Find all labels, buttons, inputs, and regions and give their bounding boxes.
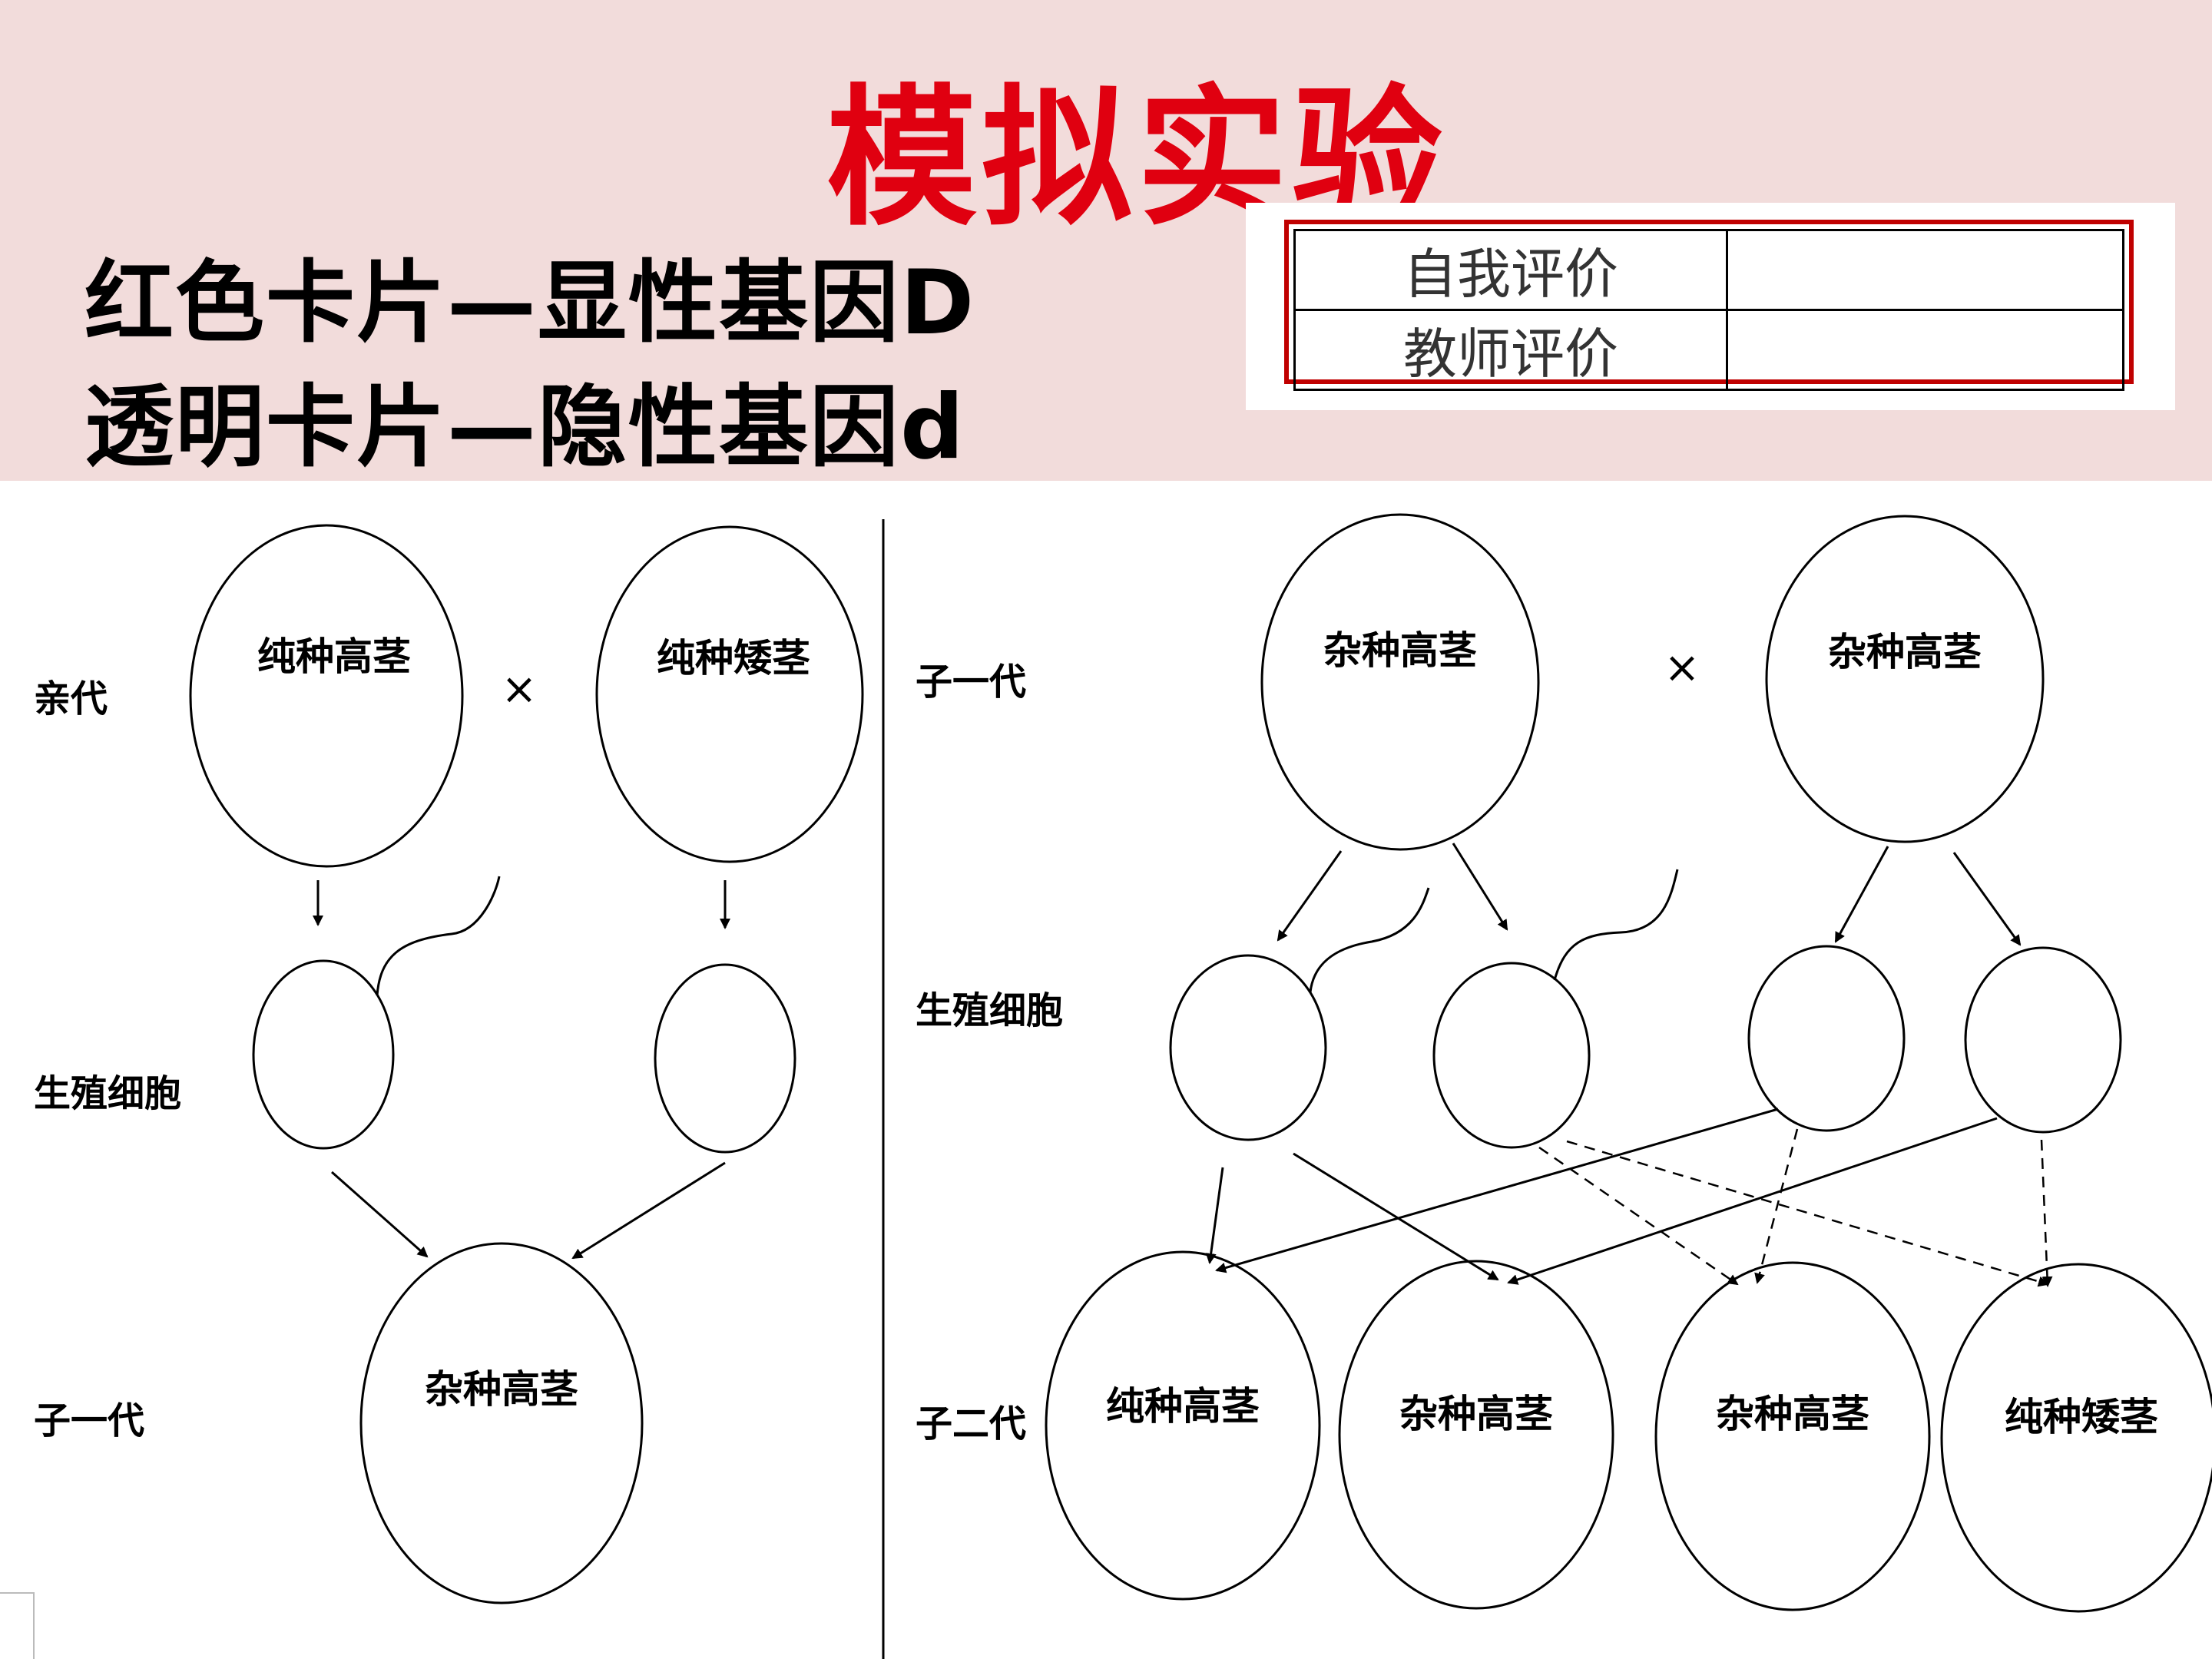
f2-cell [1654, 1261, 1931, 1611]
evaluation-row: 自我评价 [1293, 229, 2124, 311]
gamete-cell [1432, 962, 1591, 1149]
offspring-hybrid-label: 杂种高茎 [425, 1367, 578, 1412]
legend-red-card: 红色卡片—显性基因D [84, 251, 976, 355]
evaluation-table: 自我评价 教师评价 [1293, 229, 2124, 391]
cross-symbol-right: × [1664, 643, 1700, 693]
row-label-gametes: 生殖细胞 [34, 1072, 181, 1115]
row-label-gametes: 生殖细胞 [916, 989, 1063, 1032]
arrow-gamete-to-f2 [1215, 1108, 1779, 1273]
right-panel: 子一代 生殖细胞 子二代 [916, 661, 1063, 1445]
f2-cell [1940, 1263, 2212, 1613]
f1-parent-label: 杂种高茎 [1828, 630, 1982, 674]
arrow-gamete-to-f2 [1507, 1117, 1998, 1285]
teacher-evaluation-cell[interactable] [1726, 309, 2124, 391]
self-evaluation-label: 自我评价 [1293, 229, 1728, 311]
dashed-arrow-gamete-to-f2 [1538, 1146, 1739, 1286]
genetics-cross-diagram: 亲代 生殖细胞 子一代 纯种高茎 × 纯种矮茎 杂种高茎 子一代 生殖细胞 子二… [0, 513, 2212, 1659]
f1-parent-label: 杂种高茎 [1323, 628, 1477, 673]
parent-cell-dwarf [595, 525, 864, 863]
arrow-parent-to-gamete [1834, 846, 1889, 943]
header-band: 模拟实验 红色卡片—显性基因D 透明卡片—隐性基因d 自我评价 教师评价 [0, 0, 2212, 481]
evaluation-panel: 自我评价 教师评价 [1246, 203, 2175, 410]
arrow-parent-to-gamete [1452, 843, 1508, 931]
evaluation-row: 教师评价 [1293, 309, 2124, 391]
f2-label: 纯种矮茎 [2005, 1395, 2158, 1439]
gamete-cell [252, 959, 395, 1150]
cross-symbol-left: × [502, 664, 538, 714]
arrow-gamete-to-offspring [571, 1161, 726, 1260]
arrow-parent-to-gamete [1952, 852, 2022, 946]
row-label-f1: 子一代 [916, 661, 1026, 704]
f2-label: 杂种高茎 [1399, 1392, 1553, 1436]
gamete-cell [654, 963, 796, 1154]
parent-tall-label: 纯种高茎 [257, 634, 411, 679]
f1-parent-cell [1260, 513, 1540, 851]
sperm-tail [1553, 869, 1679, 981]
self-evaluation-cell[interactable] [1726, 229, 2124, 311]
dashed-arrow-gamete-to-f2 [1566, 1140, 2049, 1287]
left-panel: 亲代 生殖细胞 子一代 [34, 677, 181, 1442]
evaluation-frame: 自我评价 教师评价 [1284, 220, 2134, 391]
row-label-f1: 子一代 [34, 1399, 144, 1442]
row-label-f2: 子二代 [916, 1402, 1026, 1445]
gamete-cell [1169, 954, 1327, 1141]
f2-cell [1338, 1260, 1614, 1610]
f2-cell [1045, 1250, 1321, 1601]
f2-label: 杂种高茎 [1716, 1392, 1869, 1436]
teacher-evaluation-label: 教师评价 [1293, 309, 1728, 391]
f1-parent-cell [1765, 515, 2045, 843]
legend-clear-card: 透明卡片—隐性基因d [84, 376, 966, 479]
row-label-parent: 亲代 [34, 677, 108, 720]
gamete-cell [1964, 946, 2122, 1134]
offspring-cell [359, 1242, 644, 1604]
arrow-gamete-to-offspring [331, 1171, 429, 1258]
corner-mark [0, 1592, 35, 1659]
arrow-gamete-to-f2 [1293, 1152, 1499, 1281]
sperm-tail [1309, 887, 1430, 993]
parent-cell-tall [189, 524, 464, 868]
arrow-parent-to-gamete [1277, 850, 1343, 942]
f2-label: 纯种高茎 [1106, 1384, 1260, 1429]
sperm-tail [376, 876, 501, 996]
gamete-cell [1747, 945, 1906, 1132]
parent-dwarf-label: 纯种矮茎 [657, 636, 810, 680]
dashed-arrow-gamete-to-f2 [1754, 1128, 1799, 1284]
arrow-gamete-to-f2 [1205, 1167, 1224, 1264]
dashed-arrow-gamete-to-f2 [2040, 1139, 2053, 1287]
